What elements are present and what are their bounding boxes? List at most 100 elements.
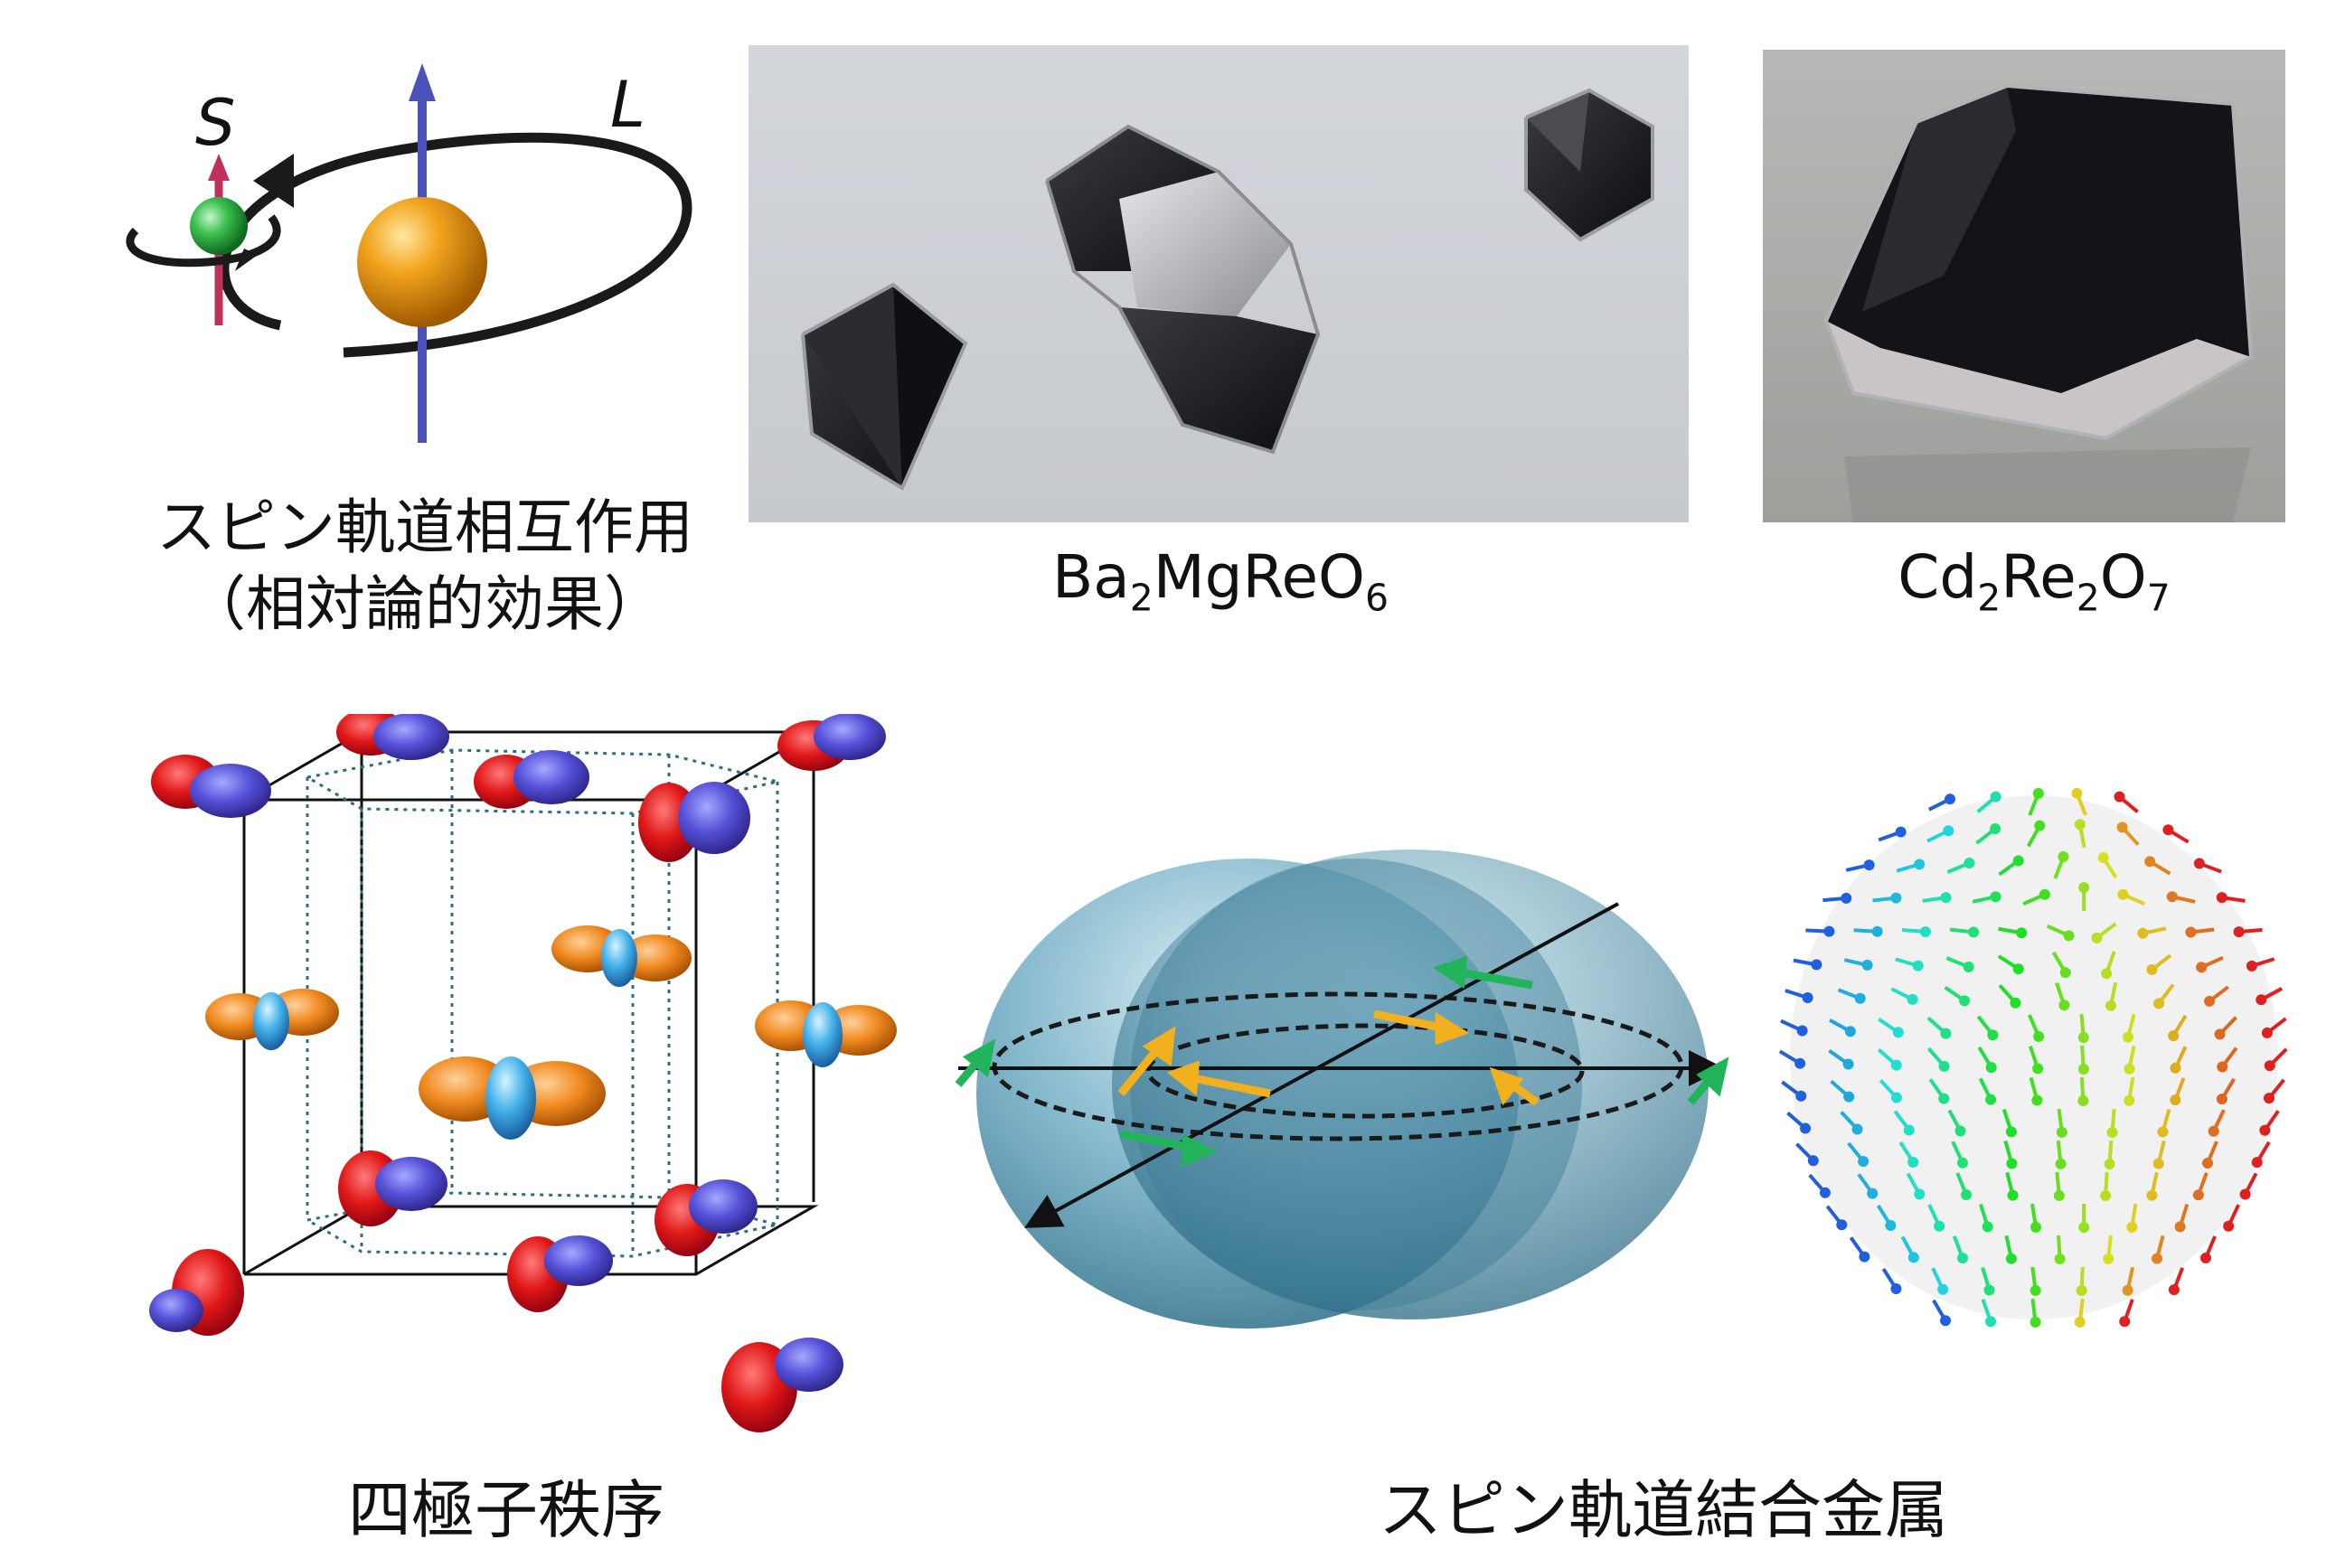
spin-vector-arrowhead	[2200, 1252, 2212, 1263]
spin-vector-arrowhead	[2259, 1124, 2271, 1136]
spin-vector-arrowhead	[1940, 1315, 1952, 1327]
spin-vector-arrowhead	[2217, 1061, 2228, 1073]
spin-vector-arrowhead	[1961, 1189, 1973, 1201]
spin-vector-arrowhead	[1937, 1283, 1949, 1295]
spin-vector-arrowhead	[2168, 1030, 2180, 1042]
spin-vector-arrowhead	[2123, 1031, 2134, 1043]
spin-vector-arrowhead	[1890, 1092, 1902, 1103]
spin-vector-arrowhead	[2202, 1157, 2214, 1169]
spin-vector-arrowhead	[2031, 1094, 2043, 1106]
crystal-photo-ba2mgreo6	[749, 45, 1689, 522]
spin-vector-arrowhead	[1863, 859, 1875, 871]
spin-vector-arrowhead	[2223, 1220, 2235, 1232]
spin-vector-arrowhead	[2122, 1284, 2133, 1296]
orbital-axis-arrowhead	[409, 63, 436, 101]
spin-vector-arrowhead	[1836, 1219, 1848, 1231]
spin-texture-diagram	[1778, 787, 2288, 1328]
spin-vector-arrowhead	[2077, 1031, 2089, 1043]
spin-vector-arrowhead	[2104, 1158, 2115, 1169]
crystal-facet	[1826, 321, 2251, 438]
spin-vector-arrowhead	[2233, 926, 2245, 938]
spin-vector-arrowhead	[1914, 859, 1926, 870]
crystal-octahedron-2	[1524, 88, 1654, 242]
spin-vector-arrowhead	[1844, 1026, 1856, 1038]
spin-vector-arrowhead	[1968, 926, 1980, 938]
spin-vector-arrowhead	[1983, 1284, 1995, 1296]
spin-vector-arrowhead	[1907, 1156, 1919, 1168]
spin-vector-arrowhead	[1861, 959, 1873, 971]
spin-vector-arrowhead	[1957, 1253, 1969, 1264]
spin-vector-arrowhead	[2157, 1126, 2169, 1138]
spin-vector-arrowhead	[1842, 1058, 1854, 1070]
spin-vector-arrowhead	[1890, 1282, 1902, 1294]
spin-vector-arrowhead	[2056, 1126, 2067, 1138]
spin-vector-arrowhead	[1823, 925, 1835, 937]
spin-vector-arrowhead	[1938, 1093, 1950, 1104]
spin-texture-panel	[1736, 777, 2314, 1338]
spin-arrows-outer	[955, 955, 1729, 1167]
spin-vector-arrowhead	[2032, 787, 2044, 799]
spin-vector-arrowhead	[2074, 819, 2086, 831]
spin-vector-arrowhead	[2192, 1189, 2204, 1201]
spin-vector-arrowhead	[2054, 1253, 2066, 1264]
spin-vector-arrowhead	[2239, 1188, 2251, 1200]
spin-vector-arrowhead	[1945, 793, 1956, 805]
spin-vector-arrowhead	[2116, 822, 2128, 833]
ky-axis	[1023, 902, 1619, 1228]
spin-vector-arrowhead	[1871, 925, 1883, 937]
spin-vector-arrowhead	[2101, 968, 2113, 980]
spin-vector-arrowhead	[2007, 1189, 2019, 1201]
spin-vector-arrowhead	[2030, 1284, 2041, 1296]
spin-vector-arrowhead	[2170, 1094, 2181, 1106]
electron-ball	[190, 197, 248, 255]
spin-vector-arrowhead	[1990, 823, 2001, 835]
orbit-arrowhead	[253, 154, 294, 208]
spin-vector-arrowhead	[2059, 967, 2071, 979]
spin-vector-arrowhead	[1907, 1252, 1919, 1263]
spin-vector-arrowhead	[1841, 892, 1852, 904]
spin-arrowhead	[208, 154, 230, 181]
spin-vector-arrowhead	[1914, 1188, 1926, 1200]
spin-vector-arrowhead	[2264, 1060, 2275, 1072]
spin-vector-arrowhead	[2146, 963, 2158, 975]
spin-vector-arrowhead	[1858, 1156, 1869, 1168]
spin-vector-arrowhead	[2153, 998, 2165, 1009]
spin-vector-arrowhead	[2078, 882, 2090, 893]
quadrupole-caption: 四極子秩序	[348, 1473, 664, 1547]
spin-orbit-caption-1: スピン軌道相互作用	[156, 493, 693, 562]
spin-vector-arrowhead	[2091, 932, 2103, 944]
spin-vector-arrowhead	[2077, 1063, 2089, 1075]
spin-vector-arrowhead	[1802, 992, 1813, 1004]
crystal-octahedron-1	[801, 282, 968, 491]
spin-vector-arrowhead	[2077, 1094, 2089, 1106]
spin-orbit-panel: S L	[108, 54, 759, 470]
spin-vector-arrowhead	[2071, 787, 2083, 799]
quadrupole-lobes-red-blue	[149, 714, 886, 1432]
spin-vector-arrowhead	[2100, 1189, 2112, 1201]
spin-vector-arrowhead	[2117, 888, 2129, 900]
spin-vector-arrowhead	[2261, 1027, 2273, 1038]
spin-vector-arrowhead	[2074, 1316, 2086, 1328]
spin-vector-arrowhead	[2076, 1284, 2087, 1296]
spin-vector-arrowhead	[1859, 1251, 1870, 1263]
spin-vector-arrowhead	[1890, 1059, 1902, 1071]
spin-vector-arrowhead	[2012, 855, 2024, 867]
spin-vector-arrowhead	[2105, 1000, 2116, 1011]
spin-vector-arrowhead	[2012, 963, 2024, 975]
spin-vector-arrowhead	[2034, 820, 2046, 831]
spin-vector-arrowhead	[2053, 1189, 2065, 1201]
spin-vector-arrowhead	[2010, 997, 2021, 1009]
spin-vector-arrowhead	[2033, 1030, 2045, 1042]
spin-vector-arrowhead	[1796, 1025, 1808, 1037]
spin-vector-arrowhead	[2152, 1158, 2164, 1169]
spin-vector-arrowhead	[2208, 1125, 2219, 1137]
spin-vector-arrowhead	[1890, 892, 1902, 904]
spin-vector-arrowhead	[2032, 1063, 2044, 1075]
spin-vector-arrowhead	[2214, 1028, 2226, 1040]
spin-vector-arrowhead	[1934, 1220, 1945, 1232]
spin-vector-arrowhead	[2063, 930, 2075, 942]
fermi-surface-panel	[940, 822, 1736, 1329]
fermi-surface-diagram	[955, 850, 1729, 1329]
spin-vector-arrowhead	[1987, 1029, 1999, 1041]
spin-vector-arrowhead	[1982, 1221, 1993, 1233]
